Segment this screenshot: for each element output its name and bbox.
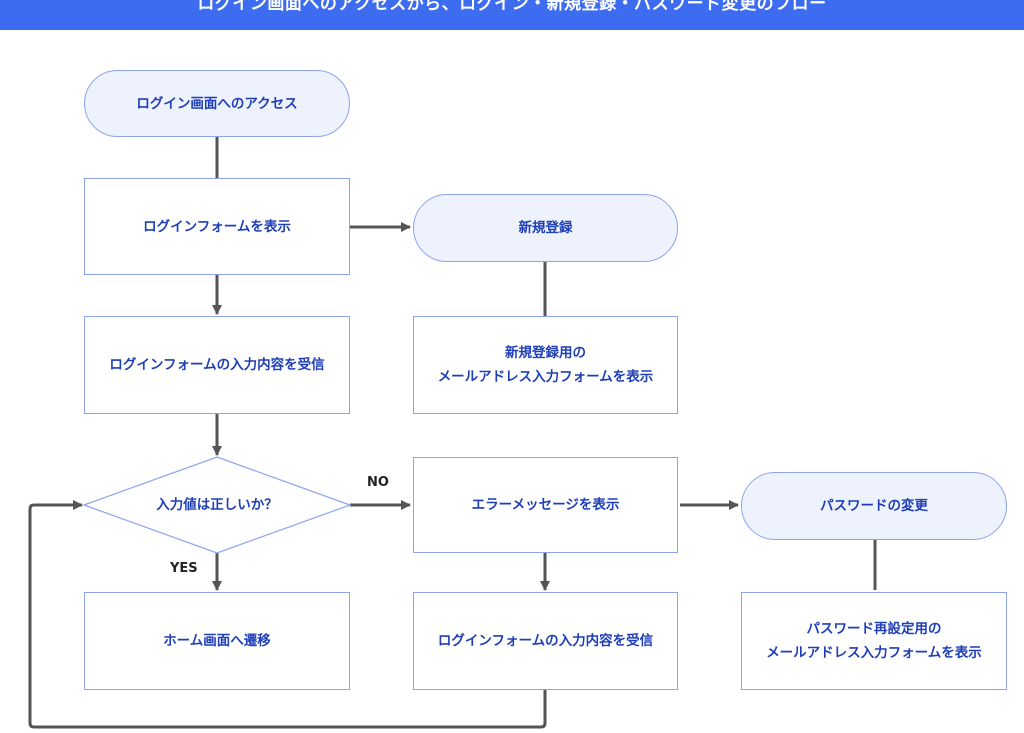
branch-label-no: NO <box>367 475 389 490</box>
node-signup-email-form: 新規登録用の メールアドレス入力フォームを表示 <box>413 316 678 414</box>
node-show-error: エラーメッセージを表示 <box>413 457 678 553</box>
node-password-change: パスワードの変更 <box>741 472 1007 540</box>
validate-diamond <box>82 456 352 554</box>
node-validate-input: 入力値は正しいか？ <box>156 497 278 513</box>
node-show-login-form: ログインフォームを表示 <box>84 178 350 275</box>
branch-label-yes: YES <box>170 561 198 576</box>
loop-back-arrow <box>28 500 547 729</box>
node-login-access: ログイン画面へのアクセス <box>84 70 350 137</box>
node-password-reset-email-form: パスワード再設定用の メールアドレス入力フォームを表示 <box>741 592 1007 690</box>
page-title: ログイン画面へのアクセスから、ログイン・新規登録・パスワード変更のフロー <box>197 0 827 14</box>
node-signup: 新規登録 <box>413 194 678 262</box>
node-go-home: ホーム画面へ遷移 <box>84 592 350 690</box>
node-receive-login-input-again: ログインフォームの入力内容を受信 <box>413 592 678 690</box>
header-bar: ログイン画面へのアクセスから、ログイン・新規登録・パスワード変更のフロー <box>0 0 1024 30</box>
node-receive-login-input: ログインフォームの入力内容を受信 <box>84 316 350 414</box>
